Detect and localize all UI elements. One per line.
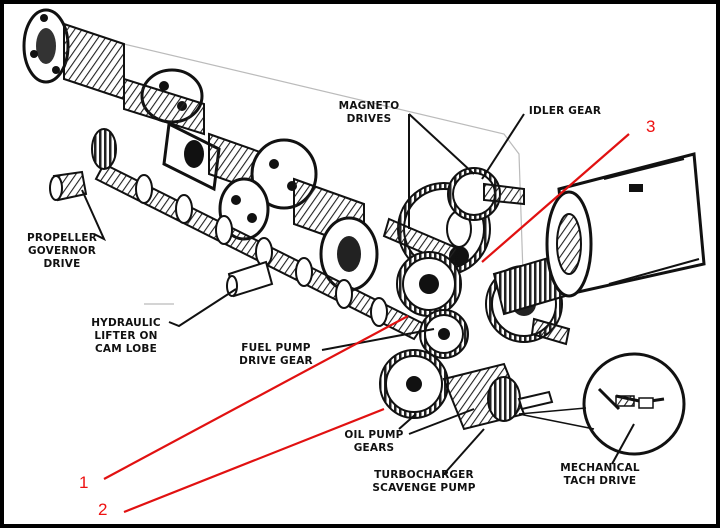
tach-drive-detail <box>518 352 686 456</box>
engine-drivetrain-drawing <box>22 8 706 514</box>
callout-number-1: 1 <box>79 473 89 492</box>
label-leaders <box>81 113 635 475</box>
label-fuel-pump-drive-gear: FUEL PUMP DRIVE GEAR <box>239 342 313 367</box>
red-callout-lines <box>103 133 630 514</box>
label-idler-gear: IDLER GEAR <box>528 105 602 117</box>
oil-pump-gear <box>379 349 449 419</box>
label-propeller-governor-drive: PROPELLER GOVERNOR DRIVE <box>26 232 97 270</box>
label-turbocharger-scavenge-pump: TURBOCHARGER SCAVENGE PUMP <box>372 469 476 494</box>
idler-gear <box>447 167 525 221</box>
crankshaft <box>123 68 379 292</box>
scavenge-pump <box>442 362 554 431</box>
callout-number-3: 3 <box>646 117 656 136</box>
label-oil-pump-gears: OIL PUMP GEARS <box>344 429 404 454</box>
propeller-governor-drive <box>49 170 88 202</box>
label-magneto-drives: MAGNETO DRIVES <box>338 100 400 125</box>
label-hydraulic-lifter: HYDRAULIC LIFTER ON CAM LOBE <box>91 317 161 355</box>
camshaft <box>91 128 426 341</box>
crankshaft-flange <box>22 8 125 101</box>
fuel-pump-drive-gear <box>419 309 469 359</box>
diagram-sheet: MAGNETO DRIVES IDLER GEAR PROPELLER GOVE… <box>4 4 716 524</box>
crankshaft-gear <box>396 251 462 317</box>
callout-number-2: 2 <box>98 500 108 519</box>
starter-motor <box>545 152 706 298</box>
label-mechanical-tach-drive: MECHANICAL TACH DRIVE <box>560 462 640 487</box>
